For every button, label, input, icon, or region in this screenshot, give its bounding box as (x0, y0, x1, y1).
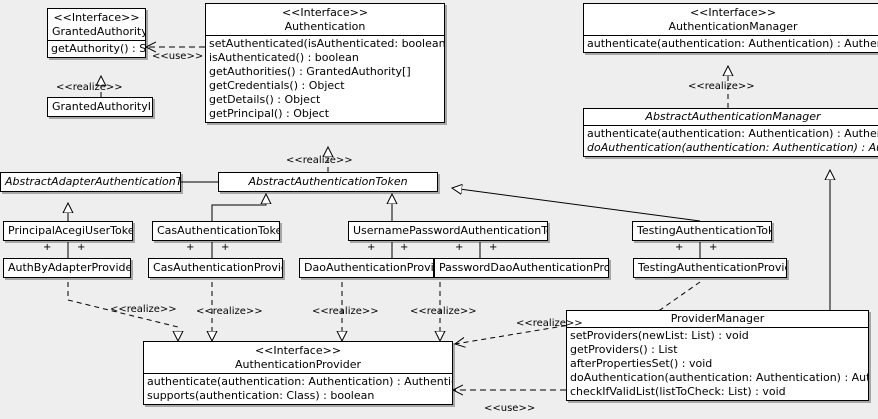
operation-row: doAuthentication(authentication: Authent… (587, 141, 878, 154)
operations-compartment: setProviders(newList: List) : void getPr… (567, 328, 868, 400)
operation-row: authenticate(authentication: Authenticat… (587, 37, 878, 50)
class-authentication-provider[interactable]: <<Interface>> AuthenticationProvider aut… (143, 341, 453, 405)
multiplicity-marker: + (43, 242, 52, 253)
divider (584, 35, 878, 36)
multiplicity-marker: + (709, 242, 718, 253)
operation-row: getCredentials() : Object (209, 79, 345, 92)
edge-label-use-granted-authority: <<use>> (152, 51, 204, 62)
class-name: CasAuthenticationProvider (153, 261, 282, 274)
class-name: PrincipalAcegiUserToken (8, 224, 133, 237)
multiplicity-marker: + (221, 242, 230, 253)
stereotype-label: <<Interface>> (254, 344, 342, 357)
class-name: Authentication (284, 20, 366, 33)
edge-label-realize-password-dao-provider: <<realize>> (410, 306, 477, 317)
class-name: AuthByAdapterProvider (8, 261, 131, 274)
operation-row: setProviders(newList: List) : void (570, 329, 749, 342)
stereotype-label: <<Interface>> (53, 11, 140, 24)
class-header: ProviderManager (567, 311, 868, 327)
class-testing-authentication-provider[interactable]: TestingAuthenticationProvider (633, 258, 787, 278)
class-password-dao-authentication-provider[interactable]: PasswordDaoAuthenticationProvider (434, 258, 609, 278)
operation-row: afterPropertiesSet() : void (570, 357, 713, 370)
edge-label-realize-abstract-authentication-token: <<realize>> (286, 155, 353, 166)
class-name: CasAuthenticationToken (157, 224, 280, 237)
edge-label-realize-dao-provider: <<realize>> (312, 306, 379, 317)
class-name: ProviderManager (670, 312, 765, 325)
operation-row: getDetails() : Object (209, 93, 321, 106)
divider (584, 125, 878, 126)
class-name: AbstractAuthenticationManager (645, 110, 821, 123)
class-name: GrantedAuthorityImpl (52, 100, 152, 113)
operation-row: supports(authentication: Class) : boolea… (147, 389, 375, 402)
class-name: TestingAuthenticationToken (637, 224, 771, 237)
operation-row: authenticate(authentication: Authenticat… (587, 127, 878, 140)
class-header: <<Interface>> Authentication (206, 4, 444, 35)
class-cas-authentication-token[interactable]: CasAuthenticationToken (152, 221, 280, 241)
class-header: AbstractAuthenticationManager (584, 109, 878, 125)
class-name: AbstractAuthenticationToken (248, 175, 408, 188)
stereotype-label: <<Interface>> (281, 6, 369, 19)
operation-row: getProviders() : List (570, 343, 678, 356)
operations-compartment: authenticate(authentication: Authenticat… (584, 36, 878, 52)
class-name: AuthenticationManager (668, 20, 798, 33)
class-granted-authority[interactable]: <<Interface>> GrantedAuthority getAuthor… (47, 8, 146, 58)
edge-label-realize-granted-authority-impl: <<realize>> (56, 82, 123, 93)
operation-row: authenticate(authentication: Authenticat… (147, 375, 453, 388)
multiplicity-marker: + (186, 242, 195, 253)
operations-compartment: authenticate(authentication: Authenticat… (144, 374, 452, 404)
class-provider-manager[interactable]: ProviderManager setProviders(newList: Li… (566, 310, 869, 401)
operation-row: doAuthentication(authentication: Authent… (570, 371, 869, 384)
class-name: PasswordDaoAuthenticationProvider (439, 261, 609, 274)
class-authentication-manager[interactable]: <<Interface>> AuthenticationManager auth… (583, 3, 878, 53)
class-cas-authentication-provider[interactable]: CasAuthenticationProvider (148, 258, 283, 278)
divider (206, 35, 444, 36)
multiplicity-marker: + (489, 242, 498, 253)
operation-row: getAuthorities() : GrantedAuthority[] (209, 65, 411, 78)
operation-row: getAuthority() : String (51, 42, 146, 55)
edge-label-realize-abstract-authentication-manager: <<realize>> (688, 81, 755, 92)
operations-compartment: getAuthority() : String (48, 41, 145, 57)
class-dao-authentication-provider[interactable]: DaoAuthenticationProvider (299, 258, 434, 278)
class-auth-by-adapter-provider[interactable]: AuthByAdapterProvider (3, 258, 131, 278)
class-testing-authentication-token[interactable]: TestingAuthenticationToken (632, 221, 772, 241)
multiplicity-marker: + (77, 242, 86, 253)
class-abstract-authentication-token[interactable]: AbstractAuthenticationToken (218, 172, 438, 192)
divider (144, 373, 452, 374)
edge-label-realize-testing-provider: <<realize>> (516, 318, 583, 329)
class-abstract-authentication-manager[interactable]: AbstractAuthenticationManager authentica… (583, 108, 878, 157)
class-name: AuthenticationProvider (234, 358, 362, 371)
class-abstract-adapter-authentication-token[interactable]: AbstractAdapterAuthenticationToken (0, 172, 181, 192)
operations-compartment: setAuthenticated(isAuthenticated: boolea… (206, 36, 444, 122)
stereotype-label: <<Interface>> (689, 6, 777, 19)
edge-label-realize-cas-provider: <<realize>> (196, 306, 263, 317)
class-header: <<Interface>> AuthenticationProvider (144, 342, 452, 373)
class-header: <<Interface>> AuthenticationManager (584, 4, 878, 35)
class-name: UsernamePasswordAuthenticationToken (353, 224, 547, 237)
class-username-password-authentication-token[interactable]: UsernamePasswordAuthenticationToken (348, 221, 548, 241)
edge-label-realize-auth-by-adapter-provider: <<realize>> (110, 304, 177, 315)
divider (567, 327, 868, 328)
edge-label-use-provider-manager: <<use>> (484, 403, 536, 414)
operation-row: setAuthenticated(isAuthenticated: boolea… (209, 37, 445, 50)
multiplicity-marker: + (367, 242, 376, 253)
class-name: TestingAuthenticationProvider (638, 261, 787, 274)
operations-compartment: authenticate(authentication: Authenticat… (584, 126, 878, 156)
class-name: DaoAuthenticationProvider (304, 261, 434, 274)
operation-row: getPrincipal() : Object (209, 107, 330, 120)
multiplicity-marker: + (400, 242, 409, 253)
divider (48, 40, 145, 41)
operation-row: checkIfValidList(listToCheck: List) : vo… (570, 385, 786, 398)
class-authentication[interactable]: <<Interface>> Authentication setAuthenti… (205, 3, 445, 123)
class-name: AbstractAdapterAuthenticationToken (5, 175, 181, 188)
class-name: GrantedAuthority (52, 25, 146, 38)
operation-row: isAuthenticated() : boolean (209, 51, 359, 64)
class-principal-acegi-user-token[interactable]: PrincipalAcegiUserToken (3, 221, 133, 241)
class-granted-authority-impl[interactable]: GrantedAuthorityImpl (47, 97, 153, 117)
multiplicity-marker: + (455, 242, 464, 253)
class-header: <<Interface>> GrantedAuthority (48, 9, 145, 40)
multiplicity-marker: + (675, 242, 684, 253)
